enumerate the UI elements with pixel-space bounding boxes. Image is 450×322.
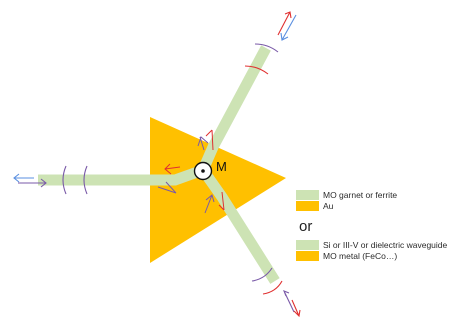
legend-swatch-dielectric xyxy=(296,240,319,250)
arc-top-upper xyxy=(254,43,279,53)
port-bottom-purple-arrow xyxy=(283,290,295,313)
arc-bottom-upper xyxy=(251,267,273,282)
junction-arrow-left-red xyxy=(164,163,181,175)
junction-arrow-top-red xyxy=(205,129,214,151)
node-label-m: M xyxy=(216,159,227,174)
port-top-red-arrow xyxy=(277,11,292,36)
junction-arrow-bottom-red xyxy=(218,191,225,211)
arc-left-outer xyxy=(62,165,67,195)
junction-arrow-top-purple xyxy=(197,136,209,151)
junction-arrow-bottom-purple xyxy=(204,194,215,214)
arc-top-lower xyxy=(244,65,269,75)
port-left-purple-arrow xyxy=(18,178,47,188)
port-top-blue-arrow xyxy=(280,14,297,41)
port-bottom-red-arrow xyxy=(291,299,301,318)
legend-label-au: Au xyxy=(323,201,334,211)
legend-swatch-mo-garnet xyxy=(296,190,319,200)
waveguide-bottom xyxy=(198,166,280,284)
legend-swatch-mo-metal xyxy=(296,251,319,261)
magnetization-symbol xyxy=(193,161,213,181)
legend-label-mo-garnet: MO garnet or ferrite xyxy=(323,190,398,200)
legend-label-mo-metal: MO metal (FeCo…) xyxy=(323,251,398,261)
arc-left-inner xyxy=(83,165,88,195)
legend-label-dielectric: Si or III-V or dielectric waveguide xyxy=(323,240,448,250)
legend-swatch-au xyxy=(296,201,319,211)
legend-separator-or: or xyxy=(299,218,313,235)
arc-bottom-lower xyxy=(262,280,283,295)
waveguide-top xyxy=(197,45,271,173)
junction-arrows xyxy=(157,129,225,214)
junction-arrow-left-purple xyxy=(157,181,177,194)
coupling-arcs xyxy=(62,43,283,295)
port-arrows xyxy=(13,11,301,318)
port-left-blue-arrow xyxy=(13,173,34,183)
